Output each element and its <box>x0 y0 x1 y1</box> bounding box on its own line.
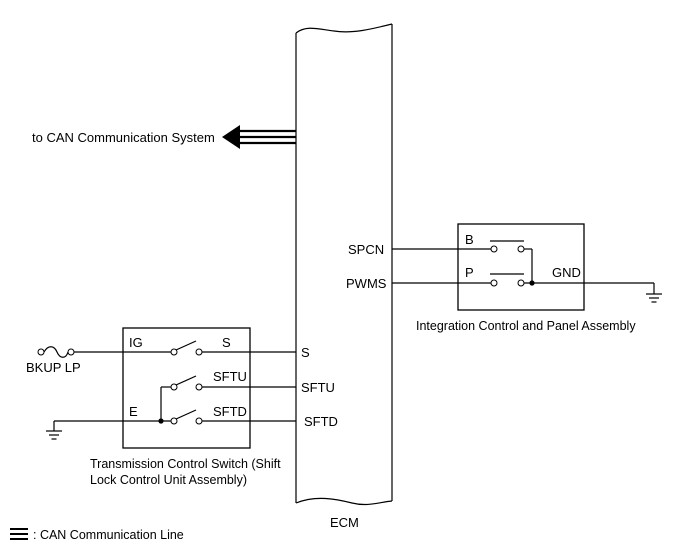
terminal-ig-label: IG <box>129 335 143 350</box>
transmission-control-switch: IG S SFTU E SFTD <box>122 327 251 449</box>
ecm-pin-sftu: SFTU <box>301 380 335 395</box>
ecm-pin-s: S <box>301 345 310 360</box>
ecm-label: ECM <box>330 515 359 530</box>
terminal-sftd-label: SFTD <box>213 404 247 419</box>
transmission-switch-name-line1: Transmission Control Switch (Shift <box>90 457 281 471</box>
terminal-p-label: P <box>465 265 474 280</box>
integration-panel-assembly: B P GND <box>457 223 585 311</box>
can-legend-label: : CAN Communication Line <box>33 528 184 542</box>
ecm-pin-spcn: SPCN <box>348 242 384 257</box>
ecm-block: ECM <box>295 23 393 530</box>
ecm-pin-pwms: PWMS <box>346 276 387 291</box>
can-line-icon <box>10 528 28 540</box>
transmission-switch-name-line2: Lock Control Unit Assembly) <box>90 473 247 487</box>
bkup-lp-label: BKUP LP <box>26 360 81 375</box>
can-arrow-label: to CAN Communication System <box>32 130 215 145</box>
terminal-sftu-label: SFTU <box>213 369 247 384</box>
ground-icon <box>646 283 662 303</box>
fuse-icon <box>37 346 75 358</box>
terminal-gnd-label: GND <box>552 265 581 280</box>
can-arrow-icon <box>222 125 296 149</box>
terminal-e-label: E <box>129 404 138 419</box>
ecm-pin-sftd: SFTD <box>304 414 338 429</box>
terminal-s-label: S <box>222 335 231 350</box>
ground-icon <box>46 421 62 440</box>
terminal-b-label: B <box>465 232 474 247</box>
panel-assembly-name: Integration Control and Panel Assembly <box>416 319 636 333</box>
